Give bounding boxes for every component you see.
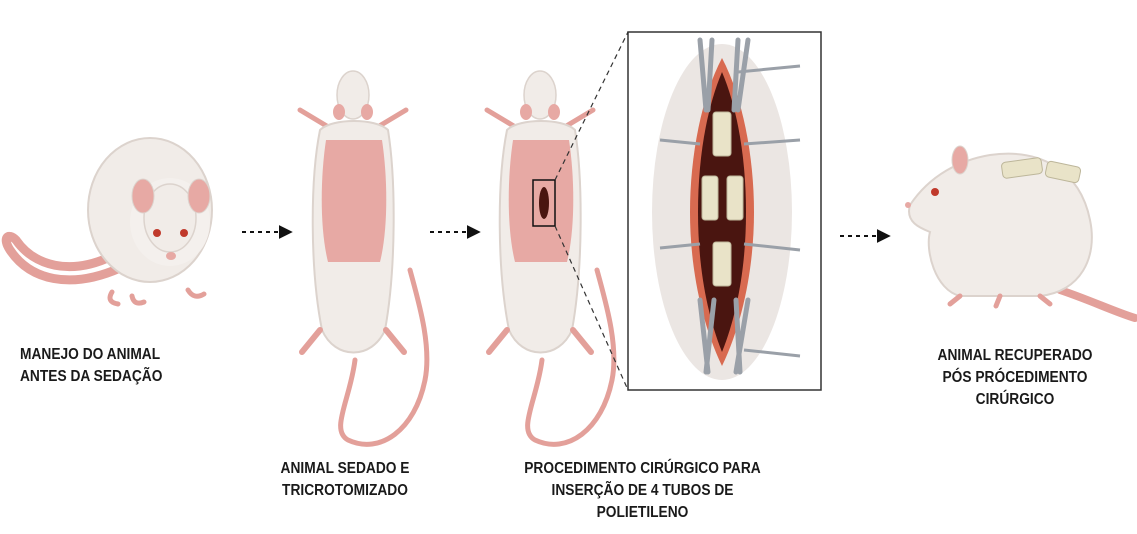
recovered-rat-icon [905, 146, 1135, 318]
sedated-rat-icon [487, 71, 614, 444]
step-2-label: ANIMAL SEDADO E TRICROTOMIZADO [246, 458, 444, 502]
step-1-label: MANEJO DO ANIMAL ANTES DA SEDAÇÃO [20, 344, 218, 388]
surgical-detail-icon [628, 32, 821, 390]
step-4-label: ANIMAL RECUPERADO PÓS PRÓCEDIMENTO CIRÚR… [916, 345, 1114, 411]
rat-icon [6, 138, 212, 304]
sedated-rat-icon [300, 71, 427, 444]
step-3-label: PROCEDIMENTO CIRÚRGICO PARA INSERÇÃO DE … [490, 458, 795, 524]
